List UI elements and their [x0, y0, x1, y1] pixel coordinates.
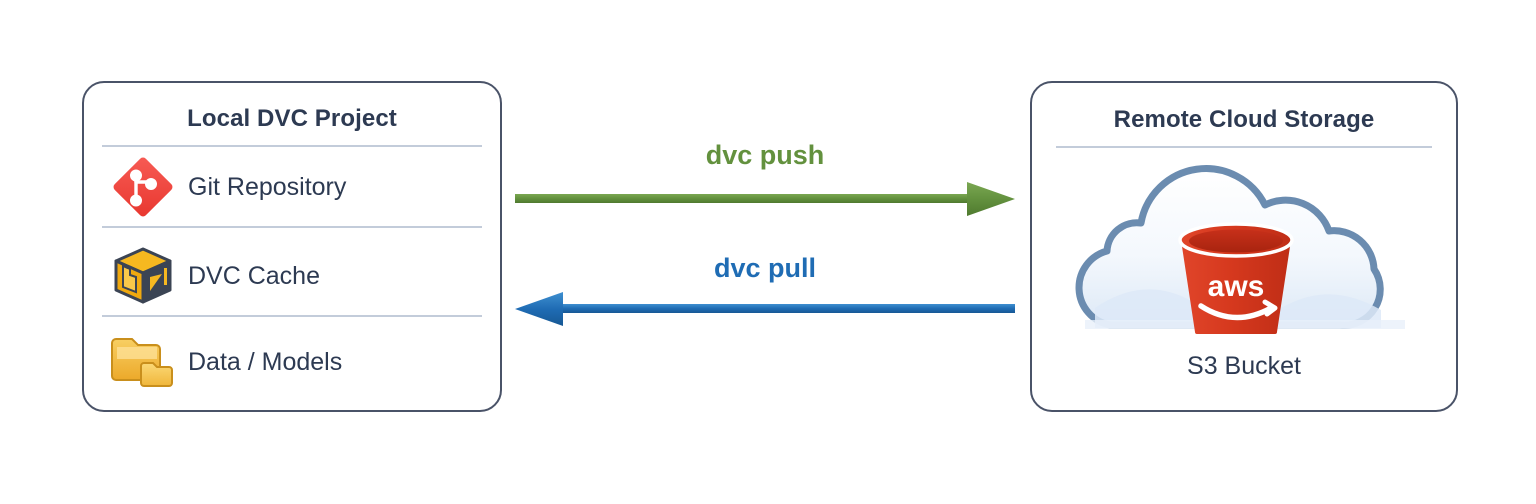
list-item[interactable]: Data / Models — [102, 321, 482, 403]
aws-s3-cloud-icon: aws — [1055, 150, 1435, 350]
remote-panel-title: Remote Cloud Storage — [1113, 106, 1375, 133]
folder-icon — [102, 326, 184, 398]
pull-arrow-label: dvc pull — [713, 253, 816, 283]
panel-divider — [102, 145, 482, 147]
row-divider — [102, 226, 482, 228]
list-item-label: Git Repository — [188, 172, 347, 201]
git-icon — [102, 151, 184, 223]
s3-bucket-caption: S3 Bucket — [1187, 352, 1301, 380]
svg-text:aws: aws — [1208, 270, 1265, 303]
list-item[interactable]: Git Repository — [102, 146, 482, 228]
row-divider — [102, 315, 482, 317]
push-arrow-label: dvc push — [705, 140, 825, 170]
list-item[interactable]: DVC Cache — [102, 235, 482, 317]
local-dvc-project-panel: Local DVC Project — [82, 81, 502, 412]
local-panel-title: Local DVC Project — [187, 105, 397, 132]
dvc-push-arrow — [515, 178, 1015, 222]
list-item-label: Data / Models — [188, 347, 343, 376]
dvc-cube-icon — [102, 240, 184, 312]
panel-divider — [1056, 146, 1432, 148]
dvc-pull-arrow — [515, 288, 1015, 332]
list-item-label: DVC Cache — [188, 261, 320, 290]
